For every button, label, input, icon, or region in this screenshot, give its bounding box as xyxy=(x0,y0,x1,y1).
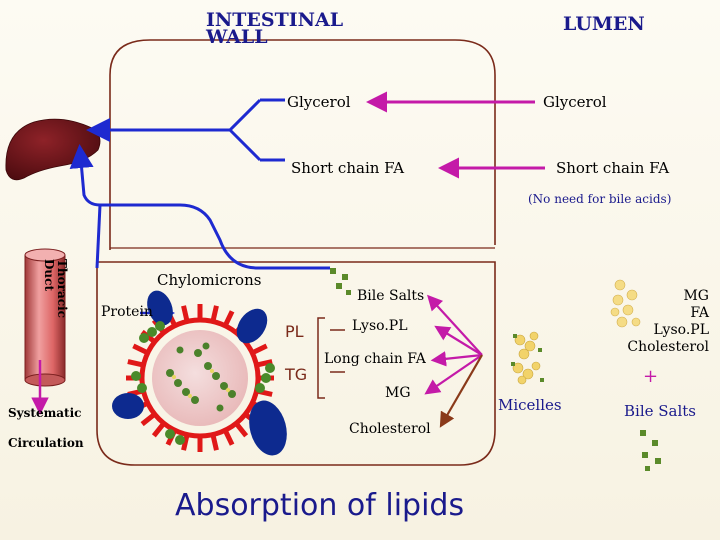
chylomicron-spike xyxy=(234,421,249,438)
wall-bile-salts-label: Bile Salts xyxy=(357,288,425,304)
chylomicrons-label: Chylomicrons xyxy=(157,271,262,289)
chylomicron-spike xyxy=(127,359,145,368)
chylomicron-spike xyxy=(222,429,235,446)
lumen-label: LUMEN xyxy=(563,13,645,35)
chylomicron-spike xyxy=(255,359,273,368)
lumen-bile-salts-label: Bile Salts xyxy=(624,402,697,420)
chylomicron-spike xyxy=(140,412,157,427)
chylomicron-spike xyxy=(181,305,190,323)
chylomicron-spike xyxy=(251,343,268,356)
enterocyte-outline-top xyxy=(109,39,496,250)
lumen-mg-label: MG xyxy=(683,288,709,304)
systematic-label: Systematic xyxy=(8,406,82,420)
enterocyte-outline-bottom xyxy=(96,261,496,466)
chylomicron-spike xyxy=(210,433,219,451)
blue-transport-arrows xyxy=(31,98,330,415)
lumen-lyso-pl-label: Lyso.PL xyxy=(653,322,710,338)
lumen-short-chain-fa-label: Short chain FA xyxy=(556,159,670,177)
magenta-absorption-arrows xyxy=(366,91,545,428)
chylomicron-spike xyxy=(132,343,149,356)
intestinal-wall-label: INTESTINAL WALL xyxy=(206,9,344,48)
lumen-glycerol-label: Glycerol xyxy=(543,93,607,111)
chylomicron-spike xyxy=(181,433,190,451)
lumen-cholesterol-label: Cholesterol xyxy=(627,339,709,355)
tg-label: TG xyxy=(285,365,308,384)
bile-salt-dots-icon xyxy=(330,268,661,471)
chylomicron-spike xyxy=(151,421,166,438)
wall-mg-label: MG xyxy=(385,385,411,401)
lipid-bracket xyxy=(317,317,325,399)
page-title: Absorption of lipids xyxy=(175,488,465,523)
chylomicron-spike xyxy=(222,310,235,327)
wall-glycerol-label: Glycerol xyxy=(287,93,351,111)
lumen-lipid-dots xyxy=(610,279,641,328)
micelles-label: Micelles xyxy=(498,396,562,414)
wall-short-chain-fa-label: Short chain FA xyxy=(291,159,405,177)
wall-label-line1: INTESTINAL xyxy=(206,9,344,31)
liver-icon xyxy=(5,118,101,181)
wall-lyso-pl-label: Lyso.PL xyxy=(352,318,408,334)
thoracic-duct-icon xyxy=(24,248,66,387)
circulation-label: Circulation xyxy=(8,436,84,450)
thoracic-duct-label: Thoracic Duct xyxy=(42,259,69,318)
protein-label: Protein xyxy=(101,304,153,320)
wall-cholesterol-label: Cholesterol xyxy=(349,421,431,437)
micelle-icon xyxy=(511,331,544,385)
lumen-lipid-list: MG FA Lyso.PL Cholesterol xyxy=(611,288,709,356)
chylomicron-spike xyxy=(210,305,219,323)
no-bile-acids-note: (No need for bile acids) xyxy=(528,192,672,206)
chylomicron-icon xyxy=(112,290,287,456)
wall-long-chain-fa-label: Long chain FA xyxy=(324,351,426,367)
wall-label-line2: WALL xyxy=(206,26,268,48)
plus-sign: + xyxy=(643,366,659,387)
lumen-fa-label: FA xyxy=(690,305,709,321)
pl-label: PL xyxy=(285,322,304,341)
